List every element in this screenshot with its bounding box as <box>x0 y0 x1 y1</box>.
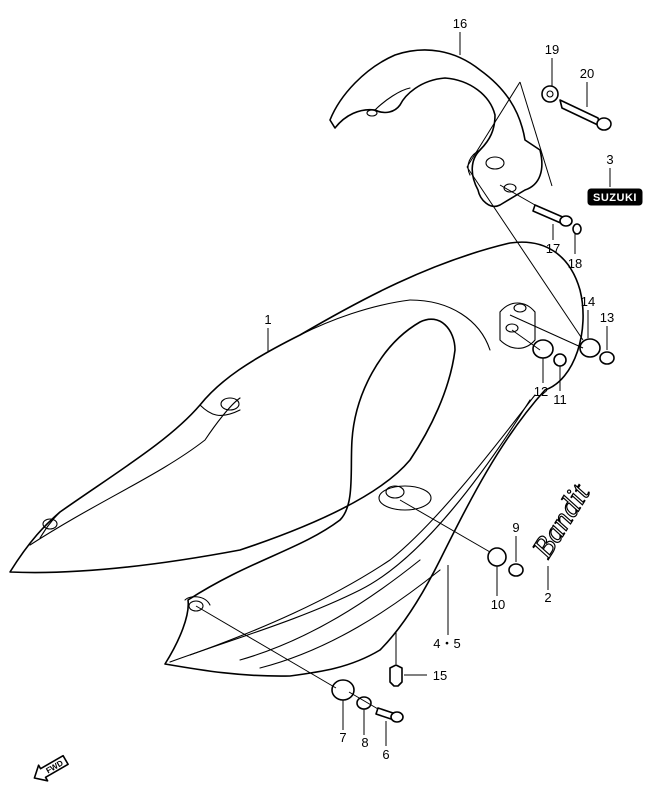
callout-17: 17 <box>546 241 560 256</box>
callout-3: 3 <box>606 152 613 167</box>
cushion-part-18 <box>572 223 582 235</box>
callout-13: 13 <box>600 310 614 325</box>
callout-12: 12 <box>534 384 548 399</box>
grab-handle-part <box>329 49 543 208</box>
seat-tail-cover-part <box>9 241 584 677</box>
callout-16: 16 <box>453 16 467 31</box>
leader-lines <box>195 32 611 746</box>
callouts: 16 19 20 3 17 18 14 13 12 11 1 9 10 2 4・… <box>264 16 614 762</box>
callout-7: 7 <box>339 730 346 745</box>
bolt-part-20 <box>559 99 612 131</box>
clip-part-15 <box>389 664 403 687</box>
fwd-direction-arrow-icon: FWD <box>33 754 69 782</box>
callout-4-5: 4・5 <box>433 636 460 651</box>
callout-9: 9 <box>512 520 519 535</box>
suzuki-emblem-part: SUZUKI <box>587 188 643 206</box>
callout-6: 6 <box>382 747 389 762</box>
callout-11: 11 <box>553 392 567 407</box>
spacer-part-9 <box>508 563 524 577</box>
callout-19: 19 <box>545 42 559 57</box>
callout-15: 15 <box>433 668 447 683</box>
script-emblem-text: Bandit <box>526 478 597 564</box>
bolt-part-6 <box>375 707 404 723</box>
cushion-part-10 <box>487 547 507 567</box>
spacer-part-11 <box>553 353 567 367</box>
callout-18: 18 <box>568 256 582 271</box>
spacer-part-8 <box>356 696 372 710</box>
callout-10: 10 <box>491 597 505 612</box>
collar-part-19 <box>541 85 559 103</box>
cushion-part-14 <box>579 338 601 358</box>
spacer-part-13 <box>599 351 615 365</box>
callout-20: 20 <box>580 66 594 81</box>
bolt-part-17 <box>532 204 573 227</box>
cushion-part-12 <box>532 339 554 359</box>
callout-2: 2 <box>544 590 551 605</box>
callout-14: 14 <box>581 294 595 309</box>
callout-8: 8 <box>361 735 368 750</box>
suzuki-emblem-text: SUZUKI <box>593 192 637 204</box>
cushion-part-7 <box>331 679 355 701</box>
script-emblem-part: Bandit <box>525 477 597 564</box>
callout-1: 1 <box>264 312 271 327</box>
